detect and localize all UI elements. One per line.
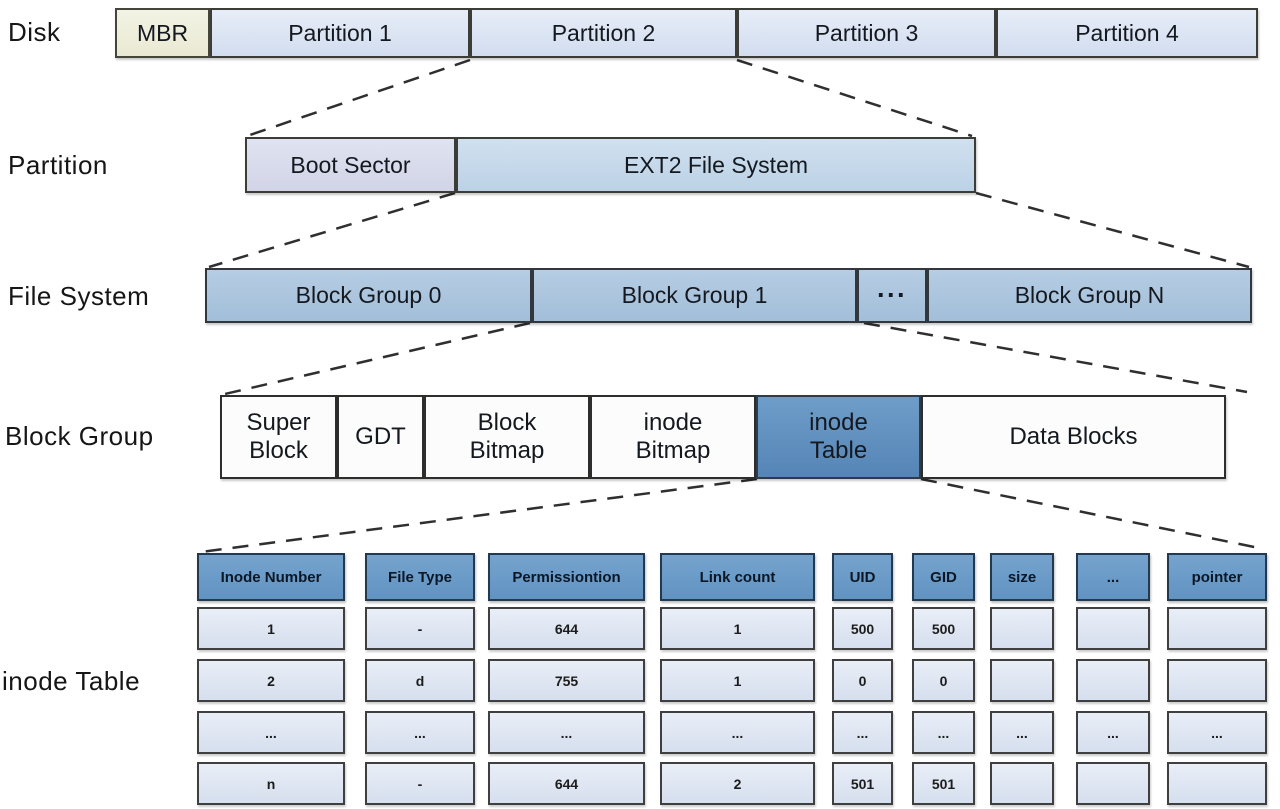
blockgroup-segment-inode-table: inode Table xyxy=(756,395,921,479)
inode-data-cell: 501 xyxy=(912,762,975,805)
inode-header-cell: Permissiontion xyxy=(488,553,645,601)
inode-data-cell: ... xyxy=(832,711,893,754)
connector-line xyxy=(863,321,1248,394)
disk-segment-partition-1: Partition 1 xyxy=(210,8,470,58)
inode-data-cell: ... xyxy=(197,711,345,754)
inode-data-cell: - xyxy=(365,762,475,805)
filesystem-segment-block-group-1: Block Group 1 xyxy=(532,268,857,323)
inode-data-cell: - xyxy=(365,607,475,650)
inode-header-cell: ... xyxy=(1076,553,1150,601)
inode-data-cell: 501 xyxy=(832,762,893,805)
inode-data-cell xyxy=(990,659,1054,702)
connector-line xyxy=(224,321,531,396)
inode-header-cell: Link count xyxy=(660,553,815,601)
inode-data-cell: n xyxy=(197,762,345,805)
connector-line xyxy=(246,58,471,138)
inode-header-cell: pointer xyxy=(1167,553,1267,601)
inode-data-cell: 2 xyxy=(197,659,345,702)
disk-segment-mbr: MBR xyxy=(115,8,210,58)
inode-data-cell: 1 xyxy=(660,607,815,650)
inode-data-cell: 1 xyxy=(197,607,345,650)
inode-data-cell: ... xyxy=(488,711,645,754)
inode-data-cell: ... xyxy=(365,711,475,754)
blockgroup-row-label: Block Group xyxy=(5,421,154,451)
inode-data-cell: ... xyxy=(912,711,975,754)
blockgroup-segment-block-bitmap: Block Bitmap xyxy=(424,395,590,479)
inode-data-cell xyxy=(990,762,1054,805)
disk-segment-partition-2: Partition 2 xyxy=(470,8,737,58)
inode-data-cell xyxy=(1167,607,1267,650)
connector-line xyxy=(975,191,1250,269)
partition-segment-ext2-file-system: EXT2 File System xyxy=(456,137,976,193)
inode-table-label: inode Table xyxy=(2,666,141,696)
connector-line xyxy=(736,58,973,138)
filesystem-row-label: File System xyxy=(8,281,150,311)
inode-data-cell: 1 xyxy=(660,659,815,702)
connector-line xyxy=(920,477,1265,551)
inode-header-cell: Inode Number xyxy=(197,553,345,601)
inode-data-cell: ... xyxy=(990,711,1054,754)
inode-data-cell: 500 xyxy=(832,607,893,650)
inode-data-cell: 2 xyxy=(660,762,815,805)
inode-header-cell: File Type xyxy=(365,553,475,601)
inode-data-cell: 0 xyxy=(912,659,975,702)
connector-line xyxy=(200,477,758,554)
inode-data-cell xyxy=(1076,659,1150,702)
inode-data-cell xyxy=(1167,659,1267,702)
inode-data-cell: 644 xyxy=(488,607,645,650)
inode-data-cell: 644 xyxy=(488,762,645,805)
filesystem-segment-block-group-n: Block Group N xyxy=(927,268,1252,323)
blockgroup-segment-inode-bitmap: inode Bitmap xyxy=(590,395,756,479)
blockgroup-segment-data-blocks: Data Blocks xyxy=(921,395,1226,479)
disk-row-label: Disk xyxy=(8,17,61,47)
inode-data-cell: 500 xyxy=(912,607,975,650)
filesystem-segment-ellipsis: ··· xyxy=(857,268,927,323)
partition-row-label: Partition xyxy=(8,150,108,180)
inode-header-cell: GID xyxy=(912,553,975,601)
partition-segment-boot-sector: Boot Sector xyxy=(245,137,456,193)
disk-segment-partition-3: Partition 3 xyxy=(737,8,996,58)
inode-data-cell: ... xyxy=(1167,711,1267,754)
inode-header-cell: UID xyxy=(832,553,893,601)
inode-header-cell: size xyxy=(990,553,1054,601)
inode-data-cell: ... xyxy=(1076,711,1150,754)
inode-data-cell xyxy=(1076,762,1150,805)
connector-line xyxy=(208,191,456,269)
filesystem-segment-block-group-0: Block Group 0 xyxy=(205,268,532,323)
inode-data-cell: d xyxy=(365,659,475,702)
blockgroup-segment-gdt: GDT xyxy=(337,395,424,479)
blockgroup-segment-super-block: Super Block xyxy=(220,395,337,479)
inode-data-cell xyxy=(1076,607,1150,650)
inode-data-cell xyxy=(990,607,1054,650)
inode-data-cell: 0 xyxy=(832,659,893,702)
disk-segment-partition-4: Partition 4 xyxy=(996,8,1258,58)
inode-data-cell: 755 xyxy=(488,659,645,702)
inode-data-cell xyxy=(1167,762,1267,805)
inode-data-cell: ... xyxy=(660,711,815,754)
